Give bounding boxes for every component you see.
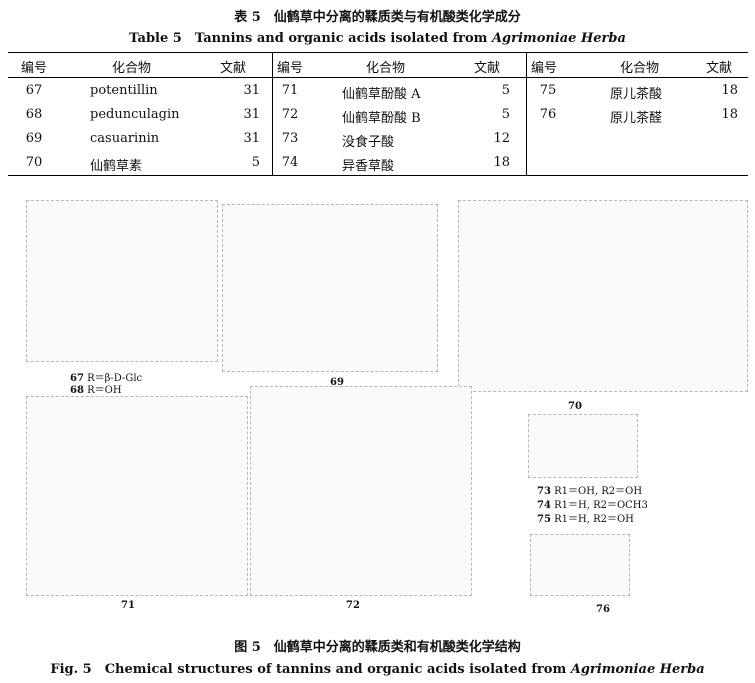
- table-cell-compound: 仙鹤草酚酸 A: [342, 87, 421, 102]
- label-75-text: R1＝H, R2＝OH: [550, 514, 634, 525]
- structure-71-placeholder: [26, 396, 248, 596]
- table-cell-compound: potentillin: [90, 83, 158, 98]
- label-73-text: R1＝OH, R2＝OH: [550, 486, 643, 497]
- table-cell-no: 69: [25, 131, 43, 146]
- label-73: 73 R1＝OH, R2＝OH: [537, 482, 642, 497]
- table-cell-ref: 5: [501, 107, 510, 122]
- table-top-rule: [8, 52, 748, 53]
- table-cell-compound: 仙鹤草素: [90, 159, 143, 174]
- header-no-2: 编号: [276, 61, 303, 76]
- table-caption-en-prefix: Table 5 Tannins and organic acids isolat…: [129, 31, 492, 46]
- table-header-rule: [8, 77, 748, 78]
- header-ref-2: 文献: [474, 61, 501, 76]
- label-67-text: R＝β-D-Glc: [83, 373, 143, 384]
- figure-caption-en-species: Agrimoniae Herba: [570, 662, 705, 677]
- label-69: 69: [330, 377, 344, 388]
- label-68: 68 R＝OH: [70, 381, 122, 396]
- table-cell-ref: 12: [493, 131, 510, 146]
- table-cell-ref: 18: [721, 83, 738, 98]
- compound-table: 编号 化合物 文献 编号 化合物 文献 编号 化合物 文献 67 potenti…: [8, 52, 748, 176]
- table-caption-en: Table 5 Tannins and organic acids isolat…: [0, 27, 755, 46]
- label-67-no: 67: [70, 373, 84, 384]
- header-compound-3: 化合物: [620, 61, 660, 76]
- table-cell-ref: 18: [721, 107, 738, 122]
- table-caption-en-species: Agrimoniae Herba: [491, 31, 626, 46]
- table-cell-no: 73: [281, 131, 299, 146]
- structure-67-68-placeholder: [26, 200, 218, 362]
- structure-69-placeholder: [222, 204, 438, 372]
- table-cell-no: 76: [539, 107, 557, 122]
- table-cell-compound: 原儿茶酸: [610, 87, 663, 102]
- table-divider-1: [272, 52, 273, 176]
- table-cell-no: 67: [25, 83, 43, 98]
- table-cell-no: 70: [25, 155, 43, 170]
- table-cell-compound: casuarinin: [90, 131, 160, 146]
- table-cell-ref: 5: [501, 83, 510, 98]
- label-67: 67 R＝β-D-Glc: [70, 369, 142, 384]
- table-cell-compound: 没食子酸: [342, 135, 395, 150]
- label-71: 71: [121, 600, 135, 611]
- figure-caption-cn: 图 5 仙鹤草中分离的鞣质类和有机酸类化学结构: [234, 640, 521, 655]
- label-72: 72: [346, 600, 360, 611]
- table-bottom-rule: [8, 175, 748, 176]
- header-ref-1: 文献: [220, 61, 247, 76]
- label-73-no: 73: [537, 486, 551, 497]
- header-ref-3: 文献: [706, 61, 733, 76]
- label-75: 75 R1＝H, R2＝OH: [537, 510, 634, 525]
- table-cell-ref: 31: [243, 131, 260, 146]
- structure-73-75-placeholder: [528, 414, 638, 478]
- header-no-3: 编号: [530, 61, 557, 76]
- table-cell-ref: 5: [251, 155, 260, 170]
- structure-76-placeholder: [530, 534, 630, 596]
- header-no-1: 编号: [20, 61, 47, 76]
- table-cell-compound: 异香草酸: [342, 159, 395, 174]
- label-68-text: R＝OH: [83, 385, 122, 396]
- label-75-no: 75: [537, 514, 551, 525]
- header-compound-2: 化合物: [366, 61, 406, 76]
- structure-72-placeholder: [250, 386, 472, 596]
- structure-70-placeholder: [458, 200, 748, 392]
- table-cell-compound: 原儿茶醛: [610, 111, 663, 126]
- label-74-no: 74: [537, 500, 551, 511]
- table-cell-ref: 18: [493, 155, 510, 170]
- table-cell-ref: 31: [243, 107, 260, 122]
- label-68-no: 68: [70, 385, 84, 396]
- table-cell-ref: 31: [243, 83, 260, 98]
- label-74-text: R1＝H, R2＝OCH3: [550, 500, 648, 511]
- label-70: 70: [568, 401, 582, 412]
- table-cell-compound: pedunculagin: [90, 107, 180, 122]
- figure-caption-en-prefix: Fig. 5 Chemical structures of tannins an…: [50, 662, 571, 677]
- table-cell-no: 74: [281, 155, 299, 170]
- table-cell-compound: 仙鹤草酚酸 B: [342, 111, 421, 126]
- header-compound-1: 化合物: [112, 61, 152, 76]
- table-cell-no: 68: [25, 107, 43, 122]
- label-74: 74 R1＝H, R2＝OCH3: [537, 496, 648, 511]
- table-cell-no: 72: [281, 107, 299, 122]
- table-divider-2: [526, 52, 527, 176]
- table-cell-no: 75: [539, 83, 557, 98]
- figure-caption-en: Fig. 5 Chemical structures of tannins an…: [0, 658, 755, 677]
- label-76: 76: [596, 604, 610, 615]
- table-cell-no: 71: [281, 83, 299, 98]
- table-caption-cn: 表 5 仙鹤草中分离的鞣质类与有机酸类化学成分: [234, 10, 521, 25]
